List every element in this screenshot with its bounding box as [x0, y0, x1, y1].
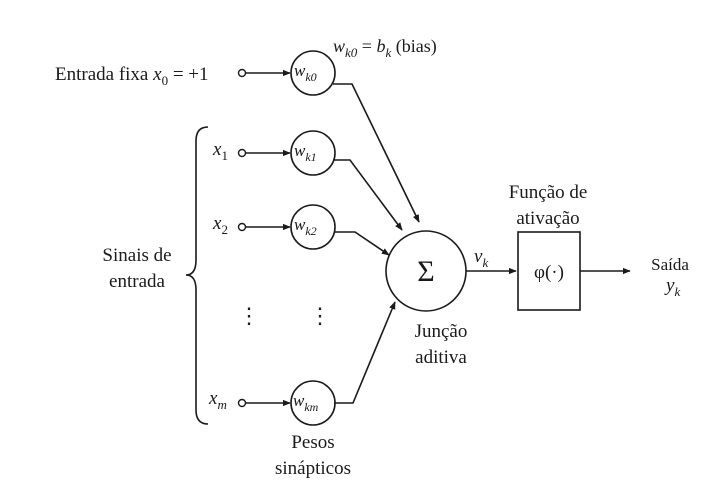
summing-label-line1: Junção: [415, 321, 468, 342]
weights-label-line1: Pesos: [291, 432, 334, 453]
summing-label-line2: aditiva: [415, 347, 467, 368]
weight-wk1-node: [290, 130, 336, 176]
bias-weight-label: wk0: [294, 61, 317, 84]
weight-wk2-node: [290, 204, 336, 250]
input-group-brace: [185, 126, 209, 425]
input-xm-label: xm: [208, 388, 227, 412]
bias-input-label: Entrada fixa x0 = +1: [55, 64, 209, 88]
activation-label-line1: Função de: [509, 182, 588, 203]
output-label: Saída: [651, 255, 689, 274]
wkm-to-sum-arrow: [334, 301, 396, 404]
output-variable: yk: [664, 275, 680, 299]
weight-ellipsis: ⋮: [309, 303, 331, 328]
activation-label-line2: ativação: [516, 208, 579, 229]
input-ellipsis: ⋮: [238, 303, 260, 328]
weight-wk2-label: wk2: [294, 215, 317, 238]
bias-weight-node: [290, 50, 336, 96]
wk2-to-sum-arrow: [334, 231, 390, 256]
induced-field-label: vk: [474, 246, 488, 270]
input-xm-terminal: [237, 398, 247, 408]
input-x1-label: x1: [212, 139, 228, 163]
input-group-label-line2: entrada: [109, 271, 165, 292]
bias-equation-label: wk0 = bk (bias): [333, 36, 437, 60]
activation-function-box: [517, 231, 581, 311]
bias-to-sum-arrow: [333, 83, 420, 223]
input-x2-terminal: [237, 222, 247, 232]
input-x2-label: x2: [212, 213, 228, 237]
input-x1-terminal: [237, 148, 247, 158]
summing-symbol: Σ: [417, 255, 434, 288]
activation-symbol: φ(·): [534, 262, 564, 283]
input-group-label-line1: Sinais de: [102, 245, 171, 266]
weight-wkm-label: wkm: [293, 391, 319, 414]
weights-label-line2: sinápticos: [275, 458, 351, 479]
weight-wk1-label: wk1: [294, 141, 317, 164]
bias-input-terminal: [237, 68, 247, 78]
wk1-to-sum-arrow: [333, 159, 403, 231]
